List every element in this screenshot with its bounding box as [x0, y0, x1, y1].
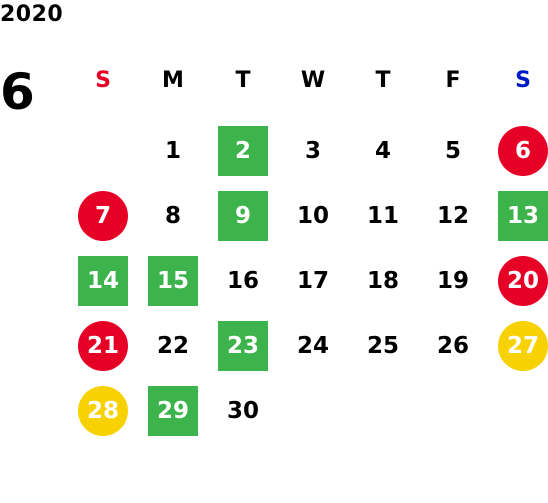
day-cell[interactable]: 9: [208, 183, 278, 248]
weekday-header: T: [235, 67, 251, 93]
day-cell[interactable]: 24: [278, 313, 348, 378]
year-label: 2020: [0, 2, 64, 27]
day-number: 27: [498, 320, 548, 371]
day-number: 8: [164, 202, 181, 229]
day-cell[interactable]: 10: [278, 183, 348, 248]
day-cell[interactable]: 4: [348, 118, 418, 183]
day-number: 26: [436, 332, 469, 359]
day-number: 20: [498, 255, 548, 306]
day-number: 3: [304, 137, 321, 164]
day-cell[interactable]: 29: [138, 378, 208, 443]
weekday-header: T: [375, 67, 391, 93]
weekday-header: S: [95, 67, 111, 93]
day-cell[interactable]: 6: [488, 118, 548, 183]
day-cell[interactable]: 17: [278, 248, 348, 313]
day-number: 14: [78, 255, 128, 306]
day-number: 22: [156, 332, 189, 359]
day-cell[interactable]: 26: [418, 313, 488, 378]
day-number: 13: [498, 190, 548, 241]
day-cell[interactable]: 14: [68, 248, 138, 313]
day-cell[interactable]: 5: [418, 118, 488, 183]
day-number: 24: [296, 332, 329, 359]
day-cell[interactable]: 28: [68, 378, 138, 443]
day-cell[interactable]: 12: [418, 183, 488, 248]
day-number: 21: [78, 320, 128, 371]
day-number: 10: [296, 202, 329, 229]
day-number: 17: [296, 267, 329, 294]
day-number: 5: [444, 137, 461, 164]
day-cell[interactable]: 20: [488, 248, 548, 313]
weekday-header: W: [300, 67, 326, 93]
day-cell[interactable]: 25: [348, 313, 418, 378]
day-number: 9: [218, 190, 268, 241]
day-number: 19: [436, 267, 469, 294]
day-cell[interactable]: 22: [138, 313, 208, 378]
weekday-header: M: [162, 67, 184, 93]
day-cell[interactable]: 13: [488, 183, 548, 248]
day-number: 18: [366, 267, 399, 294]
day-number: 30: [226, 397, 259, 424]
day-number: 16: [226, 267, 259, 294]
day-number: 12: [436, 202, 469, 229]
day-number: 2: [218, 125, 268, 176]
day-cell[interactable]: 16: [208, 248, 278, 313]
day-cell[interactable]: 2: [208, 118, 278, 183]
day-number: 25: [366, 332, 399, 359]
day-number: 28: [78, 385, 128, 436]
day-cell[interactable]: 7: [68, 183, 138, 248]
day-cell[interactable]: 23: [208, 313, 278, 378]
day-cell[interactable]: 15: [138, 248, 208, 313]
day-cell[interactable]: 8: [138, 183, 208, 248]
day-cell[interactable]: 21: [68, 313, 138, 378]
day-number: 4: [374, 137, 391, 164]
day-number: 6: [498, 125, 548, 176]
day-number: 15: [148, 255, 198, 306]
day-number: 1: [164, 137, 181, 164]
day-cell[interactable]: 11: [348, 183, 418, 248]
weekday-header: S: [515, 67, 531, 93]
day-number: 7: [78, 190, 128, 241]
day-cell[interactable]: 27: [488, 313, 548, 378]
day-number: 29: [148, 385, 198, 436]
day-cell[interactable]: 18: [348, 248, 418, 313]
day-number: 11: [366, 202, 399, 229]
day-cell[interactable]: 3: [278, 118, 348, 183]
day-cell[interactable]: 30: [208, 378, 278, 443]
weekday-header: F: [445, 67, 461, 93]
day-number: 23: [218, 320, 268, 371]
day-cell[interactable]: 1: [138, 118, 208, 183]
month-number: 6: [0, 63, 35, 121]
day-cell[interactable]: 19: [418, 248, 488, 313]
